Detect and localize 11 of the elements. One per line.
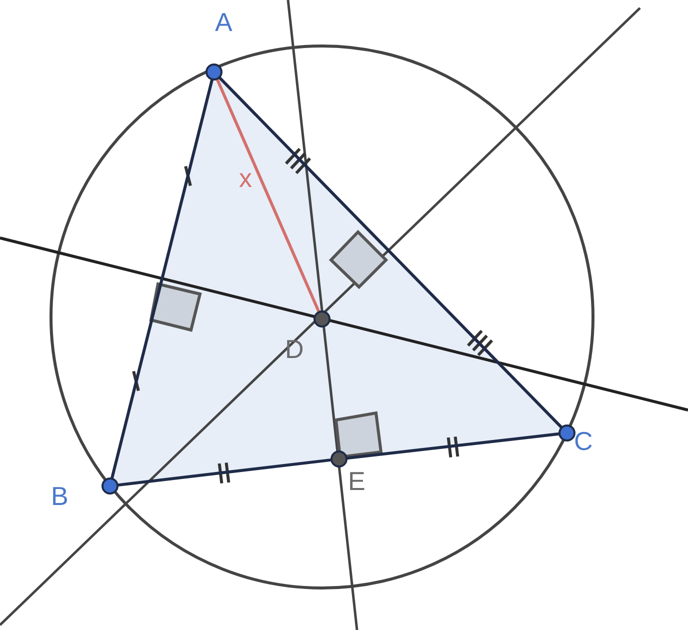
line-segment <box>110 79 214 479</box>
point-label: C <box>574 428 593 454</box>
line-segment <box>118 458 332 487</box>
line-segment <box>216 78 320 312</box>
point-label: B <box>51 483 68 509</box>
edge-label: x <box>239 164 252 190</box>
point-label: D <box>285 336 304 362</box>
point-label: A <box>215 9 232 35</box>
line-segment <box>218 76 562 428</box>
point-label: E <box>348 468 366 494</box>
line-segment <box>346 432 560 460</box>
